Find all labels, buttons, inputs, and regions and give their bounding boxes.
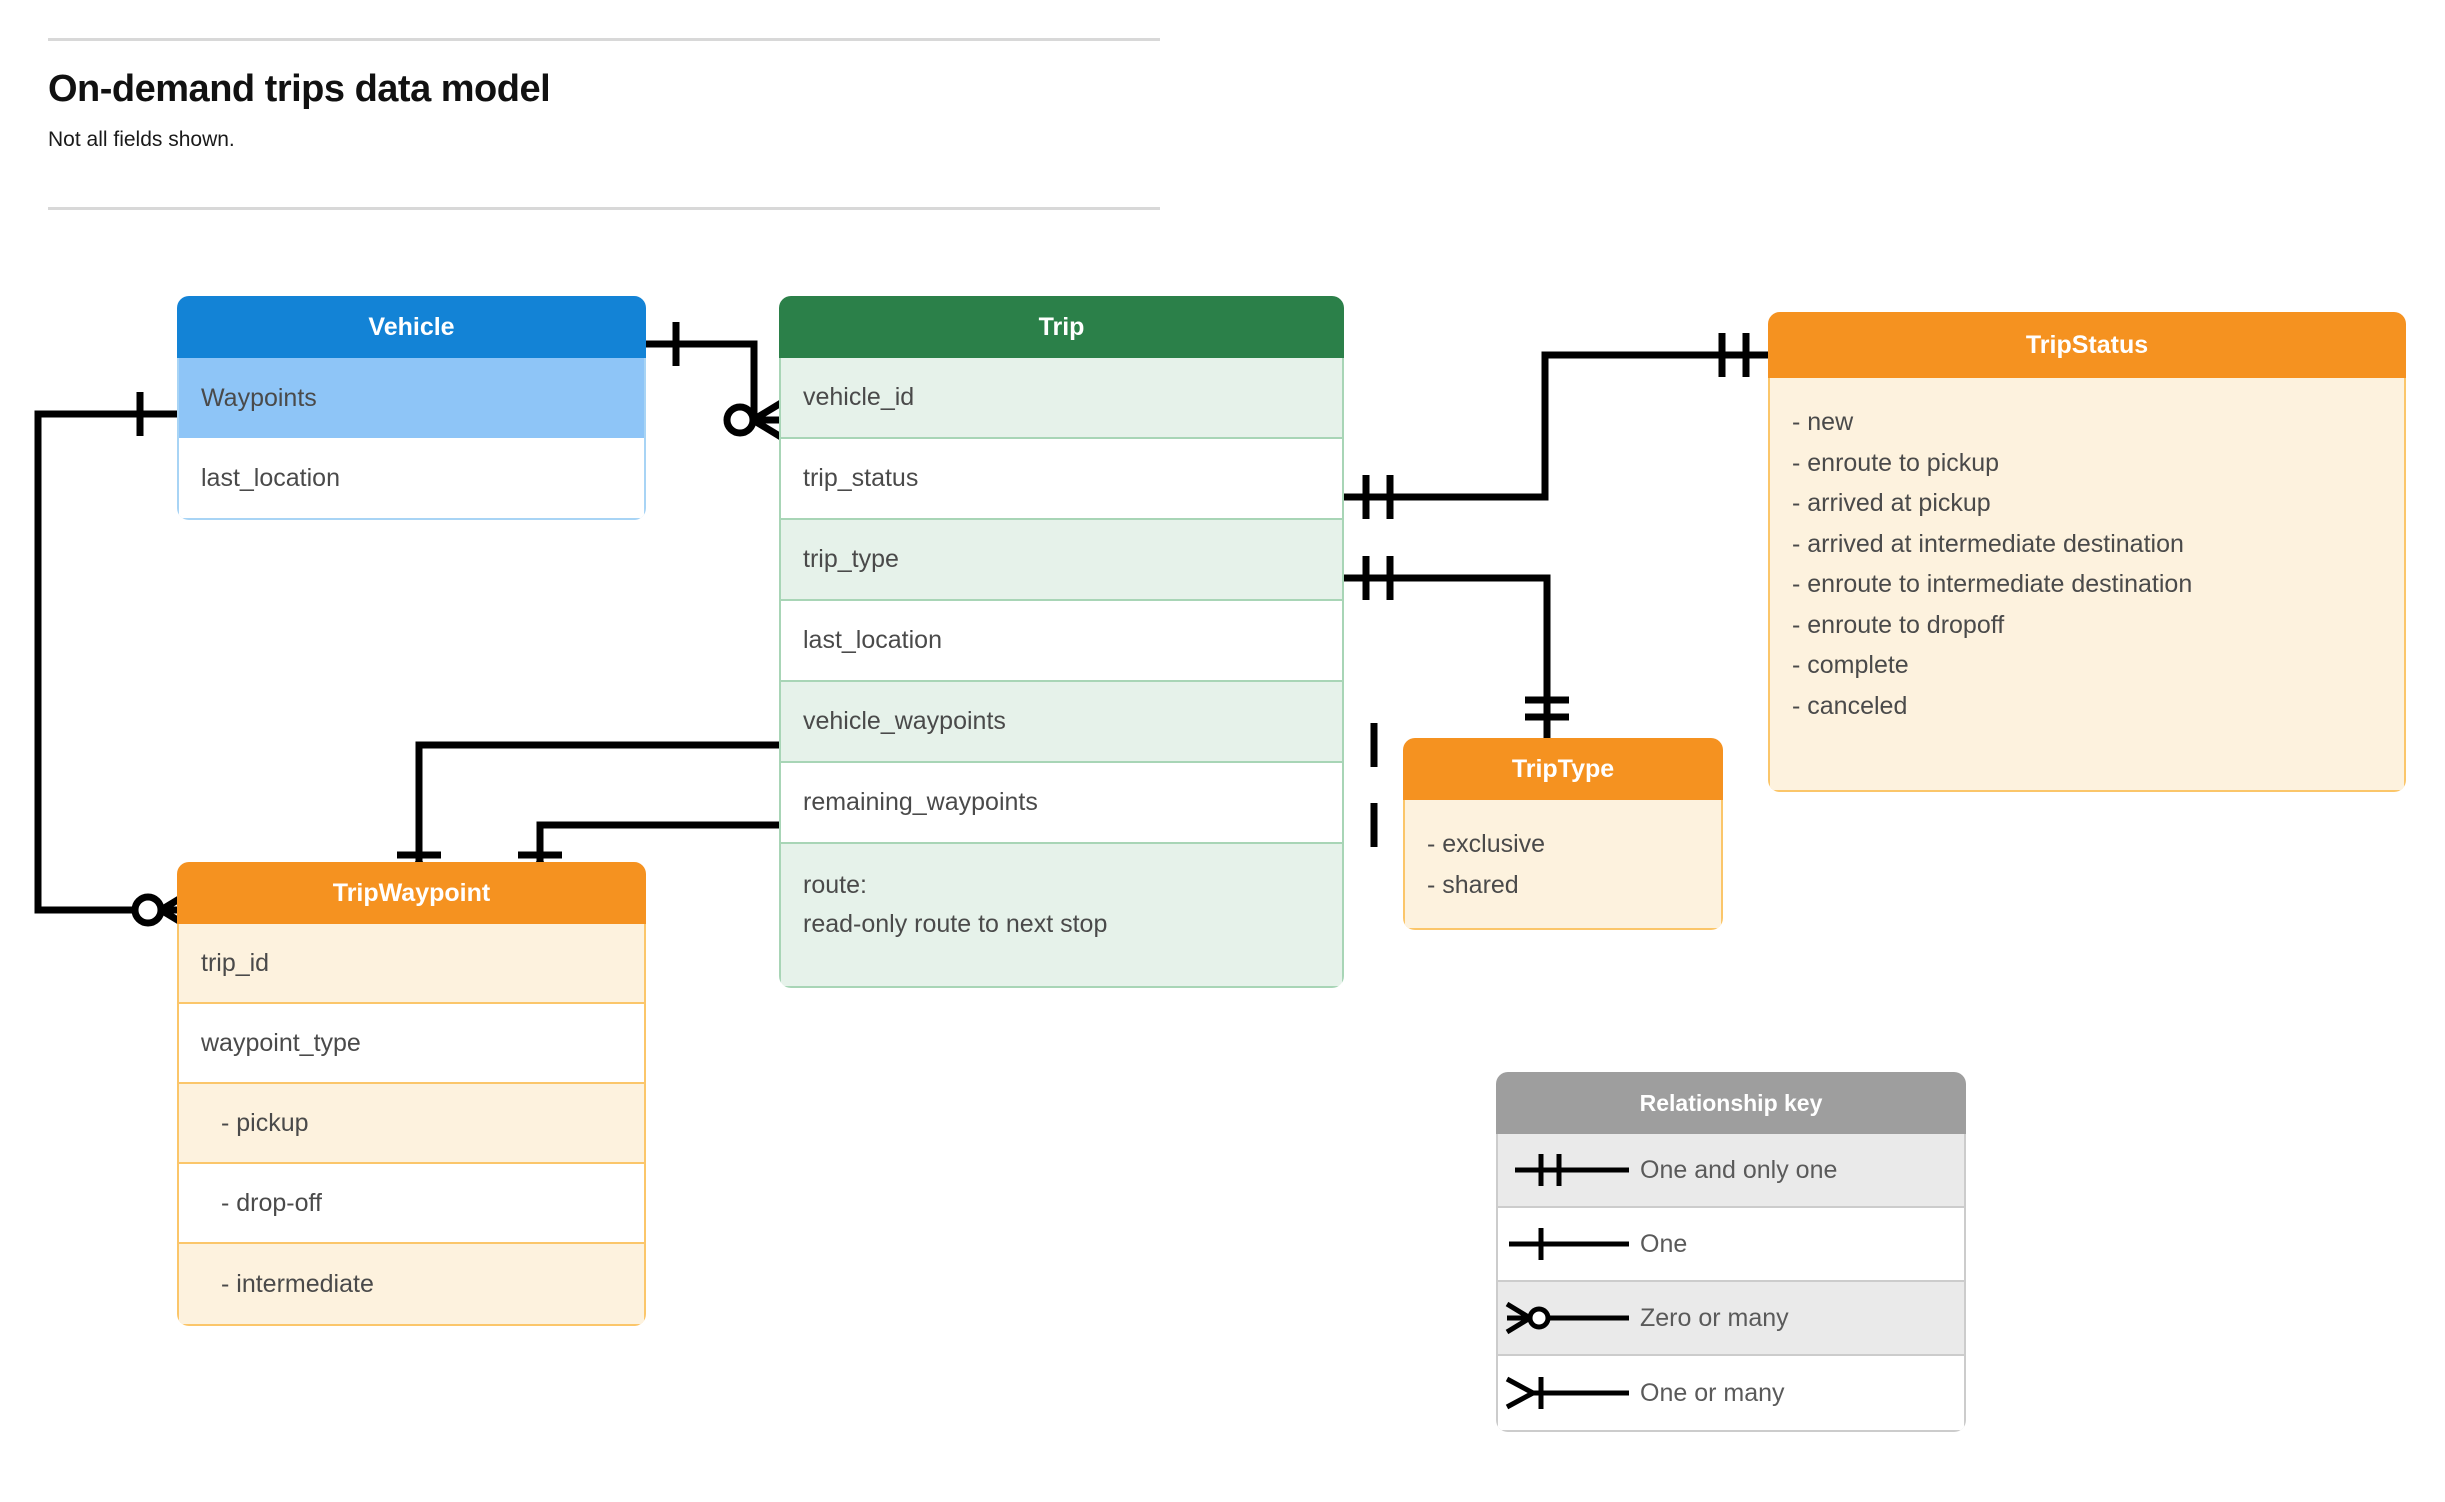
- enum-list: - exclusive - shared: [1405, 800, 1721, 928]
- enum-item: - exclusive: [1427, 830, 1546, 858]
- entity-trip-waypoint-fields: trip_id waypoint_type - pickup - drop-of…: [177, 924, 646, 1326]
- page-title: On-demand trips data model: [48, 68, 551, 110]
- entity-trip-title: Trip: [779, 296, 1344, 358]
- field-row[interactable]: waypoint_type: [179, 1004, 644, 1084]
- field-row[interactable]: trip_status: [781, 439, 1342, 520]
- field-row-route[interactable]: route: read-only route to next stop: [781, 844, 1342, 986]
- field-row[interactable]: last_location: [179, 438, 644, 518]
- enum-item: - enroute to pickup: [1792, 448, 2000, 477]
- enum-item: - arrived at pickup: [1792, 489, 1991, 517]
- legend-row-zero-or-many: Zero or many: [1498, 1282, 1964, 1356]
- field-row[interactable]: vehicle_waypoints: [781, 682, 1342, 763]
- entity-trip-type[interactable]: TripType - exclusive - shared: [1403, 738, 1723, 930]
- enum-item-row[interactable]: - drop-off: [179, 1164, 644, 1244]
- entity-trip-type-title: TripType: [1403, 738, 1723, 800]
- entity-trip-status-values: - new - enroute to pickup - arrived at p…: [1768, 378, 2406, 792]
- route-description: read-only route to next stop: [803, 909, 1108, 938]
- relationship-key-panel[interactable]: Relationship key One and only one: [1496, 1072, 1966, 1432]
- entity-trip-type-values: - exclusive - shared: [1403, 800, 1723, 930]
- legend-label: One and only one: [1640, 1155, 1838, 1184]
- field-row[interactable]: Waypoints: [179, 358, 644, 438]
- entity-vehicle-title: Vehicle: [177, 296, 646, 358]
- relationship-key-rows: One and only one One: [1496, 1134, 1966, 1432]
- field-row[interactable]: trip_id: [179, 924, 644, 1004]
- legend-row-one-and-only-one: One and only one: [1498, 1134, 1964, 1208]
- entity-trip[interactable]: Trip vehicle_id trip_status trip_type la…: [779, 296, 1344, 988]
- enum-list: - new - enroute to pickup - arrived at p…: [1770, 378, 2404, 790]
- enum-item: - shared: [1427, 870, 1519, 899]
- enum-item: - new: [1792, 408, 1854, 436]
- legend-row-one: One: [1498, 1208, 1964, 1282]
- one-or-many-icon: [1498, 1369, 1640, 1417]
- field-row[interactable]: trip_type: [781, 520, 1342, 601]
- enum-item-row[interactable]: - pickup: [179, 1084, 644, 1164]
- one-and-only-one-icon: [1498, 1146, 1640, 1194]
- header-divider-bottom: [48, 207, 1160, 210]
- field-row[interactable]: last_location: [781, 601, 1342, 682]
- entity-trip-waypoint-title: TripWaypoint: [177, 862, 646, 924]
- legend-row-one-or-many: One or many: [1498, 1356, 1964, 1430]
- entity-vehicle-fields: Waypoints last_location: [177, 358, 646, 520]
- one-icon: [1498, 1220, 1640, 1268]
- enum-item: - canceled: [1792, 691, 1908, 720]
- field-row[interactable]: vehicle_id: [781, 358, 1342, 439]
- entity-trip-status-title: TripStatus: [1768, 312, 2406, 378]
- legend-label: Zero or many: [1640, 1303, 1789, 1332]
- entity-trip-waypoint[interactable]: TripWaypoint trip_id waypoint_type - pic…: [177, 862, 646, 1326]
- legend-label: One: [1640, 1229, 1688, 1258]
- entity-vehicle[interactable]: Vehicle Waypoints last_location: [177, 296, 646, 520]
- relationship-key-title: Relationship key: [1496, 1072, 1966, 1134]
- zero-or-many-icon: [1498, 1294, 1640, 1342]
- legend-label: One or many: [1640, 1378, 1785, 1407]
- page-subtitle: Not all fields shown.: [48, 128, 235, 151]
- enum-item: - enroute to dropoff: [1792, 610, 2005, 639]
- entity-trip-fields: vehicle_id trip_status trip_type last_lo…: [779, 358, 1344, 988]
- enum-item: - enroute to intermediate destination: [1792, 570, 2193, 598]
- enum-item: - arrived at intermediate destination: [1792, 529, 2184, 558]
- field-row[interactable]: remaining_waypoints: [781, 763, 1342, 844]
- enum-item-row[interactable]: - intermediate: [179, 1244, 644, 1324]
- enum-item: - complete: [1792, 651, 1909, 679]
- header-divider-top: [48, 38, 1160, 41]
- entity-trip-status[interactable]: TripStatus - new - enroute to pickup - a…: [1768, 312, 2406, 792]
- route-label: route:: [803, 871, 867, 899]
